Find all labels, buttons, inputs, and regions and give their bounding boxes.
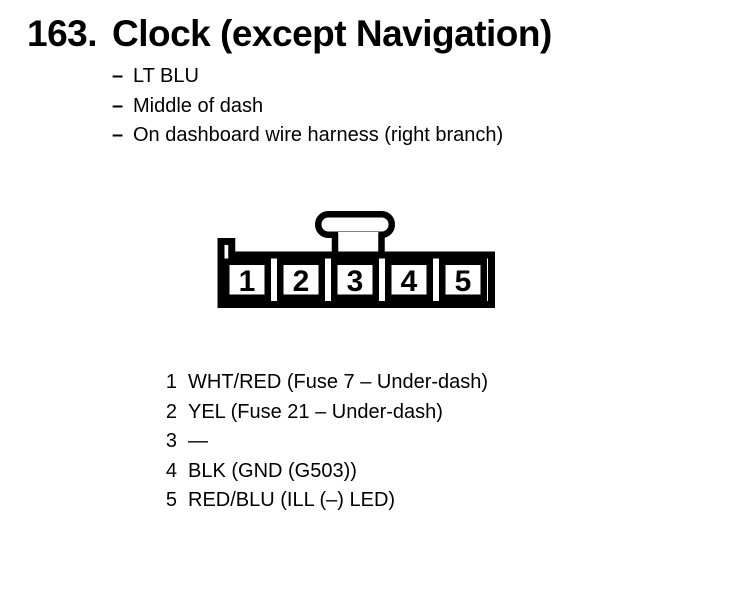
pin-list: 1 WHT/RED (Fuse 7 – Under-dash) 2 YEL (F… bbox=[165, 368, 488, 516]
cavity-number-1: 1 bbox=[239, 265, 256, 298]
detail-list: – LT BLU – Middle of dash – On dashboard… bbox=[112, 62, 503, 151]
detail-text: LT BLU bbox=[133, 65, 199, 87]
detail-item: – Middle of dash bbox=[112, 92, 503, 122]
pin-row: 4 BLK (GND (G503)) bbox=[165, 457, 488, 487]
pin-description: WHT/RED (Fuse 7 – Under-dash) bbox=[188, 371, 489, 393]
pin-number: 2 bbox=[165, 400, 177, 423]
connector-diagram: 1 2 3 4 5 bbox=[217, 211, 495, 308]
pin-row: 2 YEL (Fuse 21 – Under-dash) bbox=[165, 398, 488, 428]
detail-text: Middle of dash bbox=[133, 94, 264, 117]
connector-latch-opening bbox=[338, 232, 379, 254]
cavity-number-5: 5 bbox=[455, 265, 472, 298]
pin-row: 1 WHT/RED (Fuse 7 – Under-dash) bbox=[165, 368, 488, 398]
connector-cavity-4 bbox=[385, 258, 433, 301]
connector-cavity-3 bbox=[331, 258, 379, 301]
page-title-row: 163. Clock (except Navigation) bbox=[27, 13, 552, 55]
detail-text: On dashboard wire harness (right branch) bbox=[133, 124, 504, 146]
pin-description: BLK (GND (G503)) bbox=[188, 459, 357, 482]
page-title: Clock (except Navigation) bbox=[112, 13, 552, 54]
pin-row: 3 — bbox=[165, 427, 488, 457]
connector-cavity-1 bbox=[223, 258, 271, 301]
pin-number: 4 bbox=[165, 459, 177, 482]
connector-latch bbox=[315, 211, 395, 238]
pin-description: RED/BLU (ILL (–) LED) bbox=[188, 489, 396, 511]
detail-item: – On dashboard wire harness (right branc… bbox=[112, 121, 503, 151]
pin-description: — bbox=[188, 430, 208, 452]
pin-number: 3 bbox=[165, 430, 177, 452]
detail-item: – LT BLU bbox=[112, 62, 503, 92]
connector-latch-stem bbox=[331, 233, 385, 254]
pin-number: 5 bbox=[165, 489, 177, 511]
dash-bullet: – bbox=[112, 65, 124, 87]
cavity-number-4: 4 bbox=[401, 265, 418, 298]
cavity-number-2: 2 bbox=[293, 265, 310, 298]
item-number: 163. bbox=[27, 13, 98, 54]
pin-description: YEL (Fuse 21 – Under-dash) bbox=[188, 400, 443, 423]
dash-bullet: – bbox=[112, 94, 124, 117]
connector-cavity-2 bbox=[277, 258, 325, 301]
dash-bullet: – bbox=[112, 124, 124, 146]
cavity-number-3: 3 bbox=[347, 265, 364, 298]
connector-cavity-5 bbox=[439, 258, 487, 301]
pin-row: 5 RED/BLU (ILL (–) LED) bbox=[165, 486, 488, 516]
pin-number: 1 bbox=[165, 371, 177, 393]
